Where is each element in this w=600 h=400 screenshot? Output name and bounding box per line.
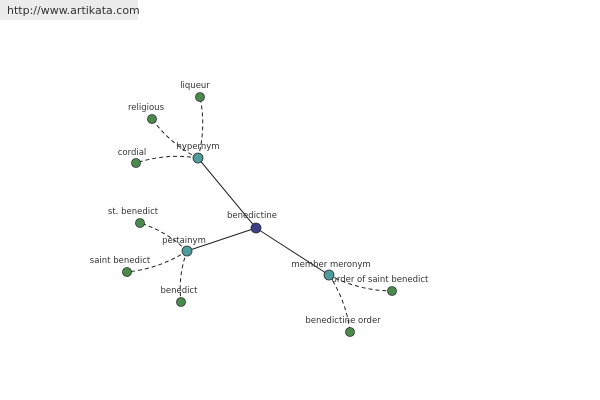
node-benedict[interactable] <box>176 297 186 307</box>
node-liqueur[interactable] <box>195 92 205 102</box>
edge-member-meronym <box>255 227 330 276</box>
label-benedict: benedict <box>160 286 198 296</box>
label-benedictine-order: benedictine order <box>305 316 381 326</box>
label-cordial: cordial <box>118 148 147 158</box>
label-saint-benedict: saint benedict <box>90 256 151 266</box>
node-st-benedict[interactable] <box>135 218 145 228</box>
node-benedictine[interactable] <box>250 222 262 234</box>
edge-benedictine-order <box>328 274 351 333</box>
edge-cordial <box>135 155 199 164</box>
label-hypernym: hypernym <box>176 142 219 152</box>
node-saint-benedict[interactable] <box>122 267 132 277</box>
label-pertainym: pertainym <box>162 236 206 246</box>
node-pertainym[interactable] <box>181 245 193 257</box>
label-benedictine: benedictine <box>227 211 277 221</box>
node-cordial[interactable] <box>131 158 141 168</box>
edge-pertainym <box>186 227 257 252</box>
node-member-meronym[interactable] <box>323 269 335 281</box>
edge-religious <box>151 118 199 159</box>
label-member-meronym: member meronym <box>291 260 370 270</box>
site-url-banner[interactable]: http://www.artikata.com <box>0 0 140 20</box>
label-st-benedict: st. benedict <box>108 207 159 217</box>
node-order-of-saint-benedict[interactable] <box>387 286 397 296</box>
edge-liqueur <box>197 96 204 159</box>
edge-hypernym <box>197 157 257 229</box>
node-hypernym[interactable] <box>192 152 204 164</box>
node-benedictine-order[interactable] <box>345 327 355 337</box>
label-religious: religious <box>128 103 165 113</box>
node-religious[interactable] <box>147 114 157 124</box>
edge-saint-benedict <box>126 250 188 273</box>
edge-order-of-saint-benedict <box>328 274 393 292</box>
label-liqueur: liqueur <box>180 81 210 91</box>
label-order-of-saint-benedict: order of saint benedict <box>332 275 429 285</box>
